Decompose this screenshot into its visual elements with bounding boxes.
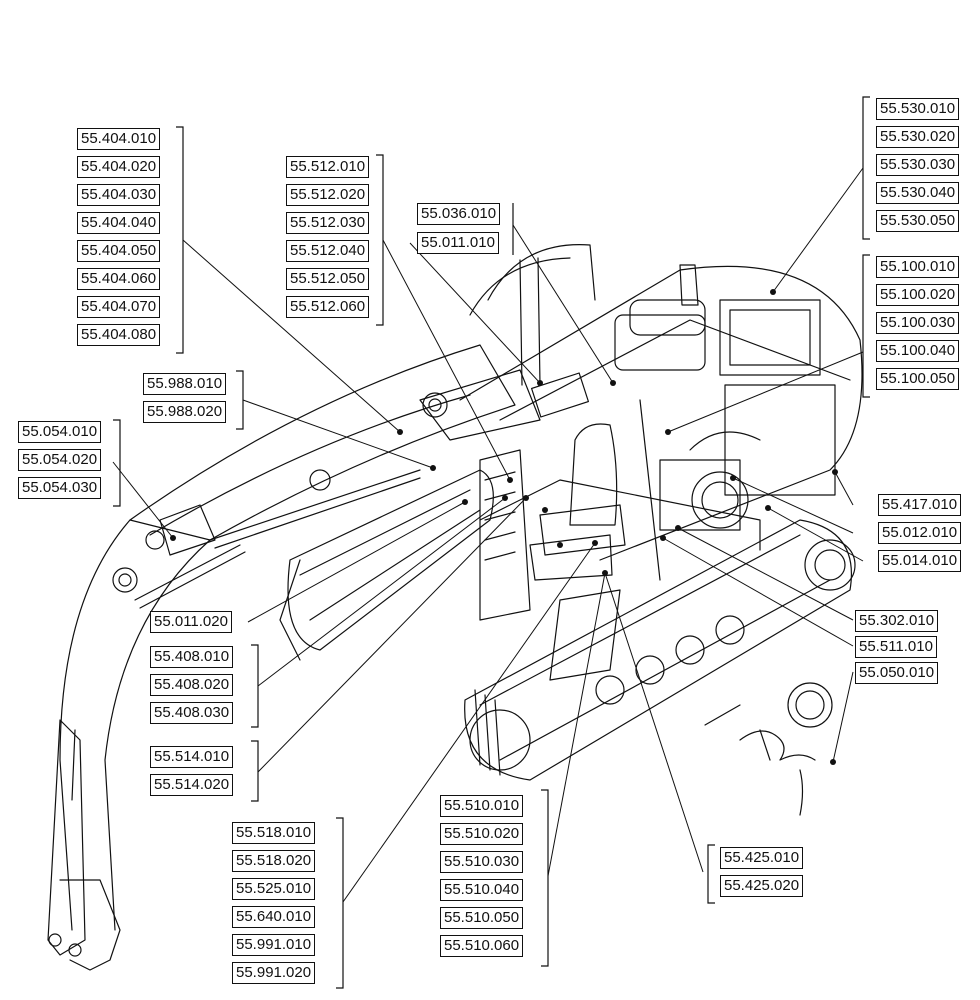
part-label-55-514-010: 55.514.010 <box>150 746 234 768</box>
part-label-55-011-020: 55.011.020 <box>150 611 232 633</box>
part-label-55-404-080: 55.404.080 <box>77 324 161 346</box>
part-label-55-640-010: 55.640.010 <box>232 906 316 928</box>
part-label-55-404-030: 55.404.030 <box>77 184 161 206</box>
part-label-55-054-020: 55.054.020 <box>18 449 102 471</box>
part-label-55-514-020: 55.514.020 <box>150 774 234 796</box>
part-label-55-512-040: 55.512.040 <box>286 240 370 262</box>
part-label-55-404-060: 55.404.060 <box>77 268 161 290</box>
part-label-55-525-010: 55.525.010 <box>232 878 316 900</box>
part-label-55-512-050: 55.512.050 <box>286 268 370 290</box>
engine-drawing <box>614 264 836 581</box>
part-label-55-530-050: 55.530.050 <box>876 210 960 232</box>
part-label-55-100-030: 55.100.030 <box>876 312 960 334</box>
connector-dots <box>170 289 838 765</box>
part-label-55-050-010: 55.050.010 <box>855 662 939 684</box>
part-label-55-404-050: 55.404.050 <box>77 240 161 262</box>
part-label-55-530-020: 55.530.020 <box>876 126 960 148</box>
upper-structure-drawing <box>459 244 863 561</box>
part-label-55-100-050: 55.100.050 <box>876 368 960 390</box>
part-label-55-510-010: 55.510.010 <box>440 795 524 817</box>
track-right-drawing <box>464 519 856 781</box>
cab-drawing <box>479 423 626 681</box>
part-label-55-302-010: 55.302.010 <box>855 610 939 632</box>
part-label-55-054-030: 55.054.030 <box>18 477 102 499</box>
part-label-55-014-010: 55.014.010 <box>878 550 962 572</box>
part-label-55-510-040: 55.510.040 <box>440 879 524 901</box>
part-label-55-408-010: 55.408.010 <box>150 646 234 668</box>
part-label-55-100-010: 55.100.010 <box>876 256 960 278</box>
part-label-55-425-020: 55.425.020 <box>720 875 804 897</box>
part-label-55-408-020: 55.408.020 <box>150 674 234 696</box>
part-label-55-530-030: 55.530.030 <box>876 154 960 176</box>
group-brackets <box>113 96 870 989</box>
arm-drawing <box>47 719 121 971</box>
part-label-55-417-010: 55.417.010 <box>878 494 962 516</box>
part-label-55-530-010: 55.530.010 <box>876 98 960 120</box>
part-label-55-011-010: 55.011.010 <box>417 232 499 254</box>
part-label-55-404-020: 55.404.020 <box>77 156 161 178</box>
part-label-55-510-060: 55.510.060 <box>440 935 524 957</box>
part-label-55-988-020: 55.988.020 <box>143 401 227 423</box>
part-label-55-518-010: 55.518.010 <box>232 822 316 844</box>
part-label-55-512-010: 55.512.010 <box>286 156 370 178</box>
part-label-55-054-010: 55.054.010 <box>18 421 102 443</box>
boom-drawing <box>59 344 541 931</box>
harness-detail-drawing <box>704 682 833 816</box>
part-label-55-991-010: 55.991.010 <box>232 934 316 956</box>
part-label-55-425-010: 55.425.010 <box>720 847 804 869</box>
part-label-55-511-010: 55.511.010 <box>855 636 937 658</box>
part-label-55-012-010: 55.012.010 <box>878 522 962 544</box>
track-left-drawing <box>279 469 494 661</box>
part-label-55-404-040: 55.404.040 <box>77 212 161 234</box>
part-label-55-036-010: 55.036.010 <box>417 203 501 225</box>
part-label-55-404-070: 55.404.070 <box>77 296 161 318</box>
leader-lines <box>112 167 864 903</box>
part-label-55-510-030: 55.510.030 <box>440 851 524 873</box>
part-label-55-100-020: 55.100.020 <box>876 284 960 306</box>
part-label-55-518-020: 55.518.020 <box>232 850 316 872</box>
part-label-55-408-030: 55.408.030 <box>150 702 234 724</box>
part-label-55-991-020: 55.991.020 <box>232 962 316 984</box>
part-label-55-510-050: 55.510.050 <box>440 907 524 929</box>
part-label-55-530-040: 55.530.040 <box>876 182 960 204</box>
part-label-55-510-020: 55.510.020 <box>440 823 524 845</box>
part-label-55-512-020: 55.512.020 <box>286 184 370 206</box>
part-label-55-404-010: 55.404.010 <box>77 128 161 150</box>
part-label-55-100-040: 55.100.040 <box>876 340 960 362</box>
part-label-55-988-010: 55.988.010 <box>143 373 227 395</box>
part-label-55-512-030: 55.512.030 <box>286 212 370 234</box>
part-label-55-512-060: 55.512.060 <box>286 296 370 318</box>
